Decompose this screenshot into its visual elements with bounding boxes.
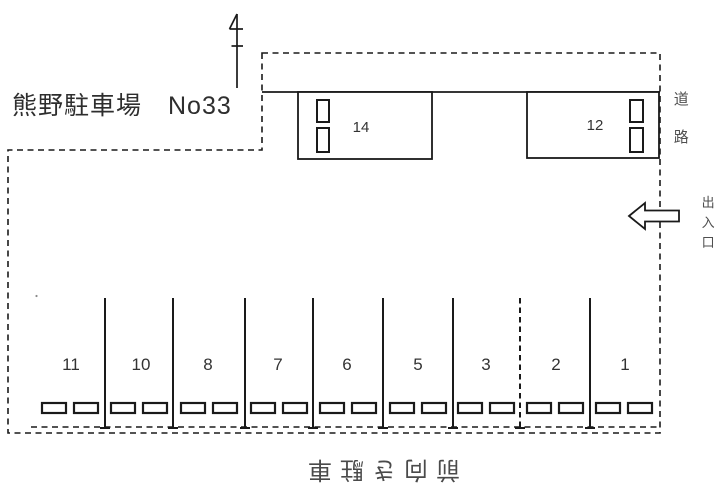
page-title: 熊野駐車場 No33 — [12, 92, 232, 120]
stall-number-7: 7 — [273, 355, 283, 374]
front-in-parking-note: 前向き駐車 — [300, 456, 460, 483]
entrance-exit-label: 出入口 — [701, 195, 715, 250]
stall-number-11: 11 — [62, 355, 80, 374]
space-number-14: 14 — [352, 119, 370, 136]
stall-number-3: 3 — [481, 355, 491, 374]
parking-space-14 — [297, 91, 433, 160]
wheel-stoppers — [40, 401, 654, 415]
boundary-outline — [7, 52, 661, 434]
road-label: 道路 — [673, 91, 689, 146]
wheel-stop — [316, 99, 330, 123]
speck — [35, 294, 38, 298]
stall-dividers — [100, 298, 595, 429]
wheel-stop — [629, 99, 644, 123]
north-arrow-icon — [228, 13, 243, 88]
wheel-stop — [316, 127, 330, 153]
stall-number-10: 10 — [131, 355, 151, 374]
stall-number-1: 1 — [620, 355, 630, 374]
entrance-arrow-icon — [627, 201, 680, 231]
stall-number-6: 6 — [342, 355, 352, 374]
stall-number-5: 5 — [413, 355, 423, 374]
wheel-stop — [629, 127, 644, 153]
stall-number-2: 2 — [551, 355, 561, 374]
stall-number-8: 8 — [203, 355, 213, 374]
space-number-12: 12 — [586, 117, 604, 134]
parking-space-12 — [526, 91, 660, 159]
